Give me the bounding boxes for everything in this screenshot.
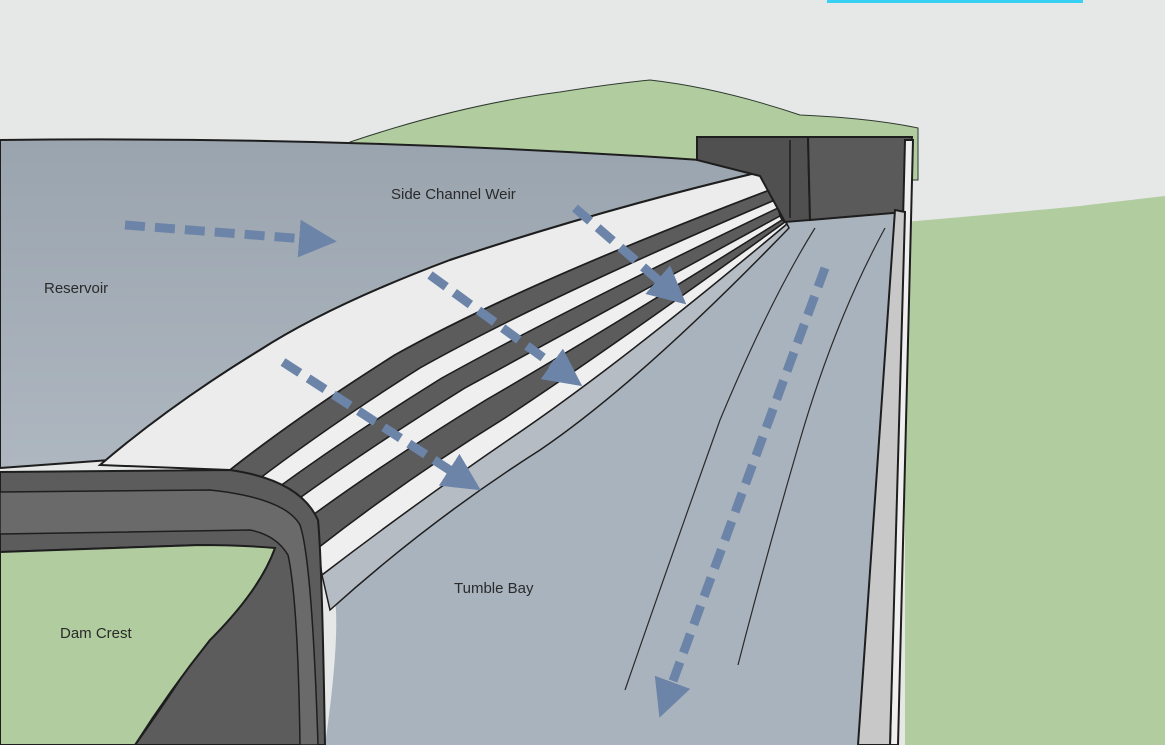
tumble-bay-label: Tumble Bay xyxy=(454,580,534,597)
flow-line xyxy=(737,227,886,666)
right-wall-face xyxy=(856,208,907,745)
dam-crest-label: Dam Crest xyxy=(60,625,132,642)
flow-line xyxy=(624,227,816,691)
weir-apron xyxy=(321,222,790,612)
dam-crest-grass xyxy=(0,543,277,745)
flow-arrow xyxy=(654,266,830,718)
right-grass xyxy=(905,196,1165,745)
flow-arrow xyxy=(572,204,687,305)
side-channel-weir-label: Side Channel Weir xyxy=(391,186,516,203)
flow-arrow xyxy=(280,358,481,491)
reservoir-label: Reservoir xyxy=(44,280,109,297)
control-block-side xyxy=(806,136,914,222)
highlight-bar xyxy=(827,0,1083,3)
tumble-bay-water xyxy=(325,213,900,745)
flow-arrow xyxy=(124,219,337,258)
